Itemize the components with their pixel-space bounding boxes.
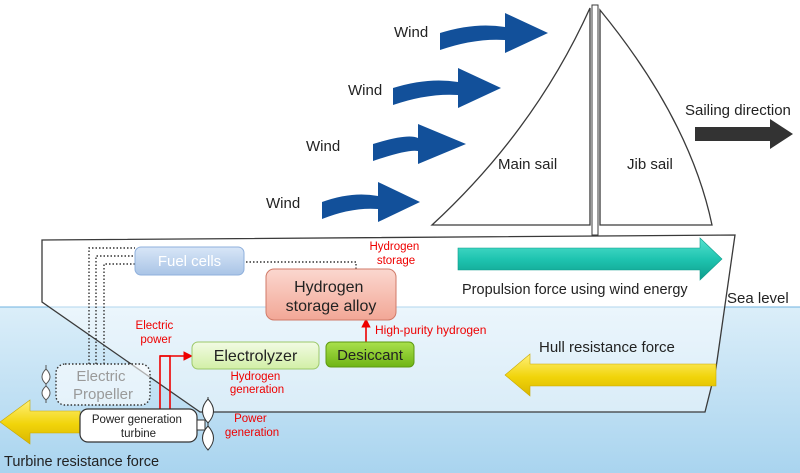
wind-arrow — [322, 182, 420, 222]
electric-power-line-1: Electric — [136, 320, 174, 332]
electrolyzer-box — [191, 341, 320, 370]
sailing-direction-label: Sailing direction — [685, 102, 791, 119]
jib-sail — [599, 8, 713, 226]
sea-level-label: Sea level — [727, 290, 789, 307]
wind-arrow — [393, 68, 501, 108]
turbine-resistance-arrow — [0, 399, 81, 445]
hydrogen-storage-alloy-line-1: Hydrogen — [294, 279, 363, 296]
electric-propeller-label: Electric Propeller — [73, 368, 133, 403]
turbine-resistance-label: Turbine resistance force — [4, 454, 159, 470]
hydrogen-storage-label: Hydrogen storage — [369, 241, 422, 267]
dotted-wire — [246, 261, 357, 269]
power-generation-turbine-label: Power generation turbine — [92, 414, 185, 440]
electric-propeller-box — [55, 363, 151, 406]
hydrogen-generation-line-2: generation — [230, 384, 284, 396]
power-generation-line-2: generation — [225, 427, 279, 439]
hull-resistance-label: Hull resistance force — [539, 339, 675, 356]
fuel-cells-label: Fuel cells — [158, 253, 221, 270]
jib-sail-label: Jib sail — [627, 156, 673, 173]
turbine-line-2: turbine — [121, 428, 156, 440]
desiccant-box — [325, 341, 415, 368]
fuel-cells-box — [134, 246, 245, 276]
electric-propeller-line-1: Electric — [76, 368, 126, 385]
hydrogen-generation-label: Hydrogen generation — [230, 371, 284, 396]
dotted-wire — [95, 255, 135, 364]
electrolyzer-label: Electrolyzer — [214, 348, 298, 365]
hydrogen-storage-alloy-line-2: storage alloy — [286, 298, 377, 315]
electric-propeller-blades — [41, 365, 51, 403]
electric-power-label: Electric power — [136, 320, 177, 346]
sailing-direction-arrow — [695, 119, 793, 149]
high-purity-hydrogen-label: High-purity hydrogen — [375, 323, 486, 337]
wind-label: Wind — [394, 24, 428, 41]
propulsion-label: Propulsion force using wind energy — [462, 282, 688, 298]
hydrogen-generation-line-1: Hydrogen — [230, 371, 280, 383]
wind-arrow — [440, 13, 548, 53]
propulsion-arrow — [457, 237, 723, 281]
wind-label: Wind — [266, 195, 300, 212]
wind-arrow — [373, 124, 466, 164]
hydrogen-storage-line-2: storage — [377, 255, 415, 267]
turbine-blades — [196, 397, 214, 451]
mast — [591, 4, 599, 236]
power-generation-label: Power generation — [225, 413, 279, 439]
wind-label: Wind — [348, 82, 382, 99]
wind-label: Wind — [306, 138, 340, 155]
hull-resistance-arrow — [504, 353, 717, 397]
power-generation-line-1: Power — [234, 413, 267, 425]
electric-power-line-2: power — [140, 334, 171, 346]
hydrogen-storage-alloy-box — [265, 268, 397, 321]
hydrogen-storage-line-1: Hydrogen — [369, 241, 419, 253]
dotted-wire — [88, 247, 135, 364]
desiccant-label: Desiccant — [337, 347, 404, 364]
turbine-line-1: Power generation — [92, 414, 182, 426]
electric-propeller-line-2: Propeller — [73, 386, 133, 403]
hydrogen-storage-alloy-label: Hydrogen storage alloy — [286, 279, 377, 315]
main-sail — [430, 7, 591, 226]
main-sail-label: Main sail — [498, 156, 557, 173]
